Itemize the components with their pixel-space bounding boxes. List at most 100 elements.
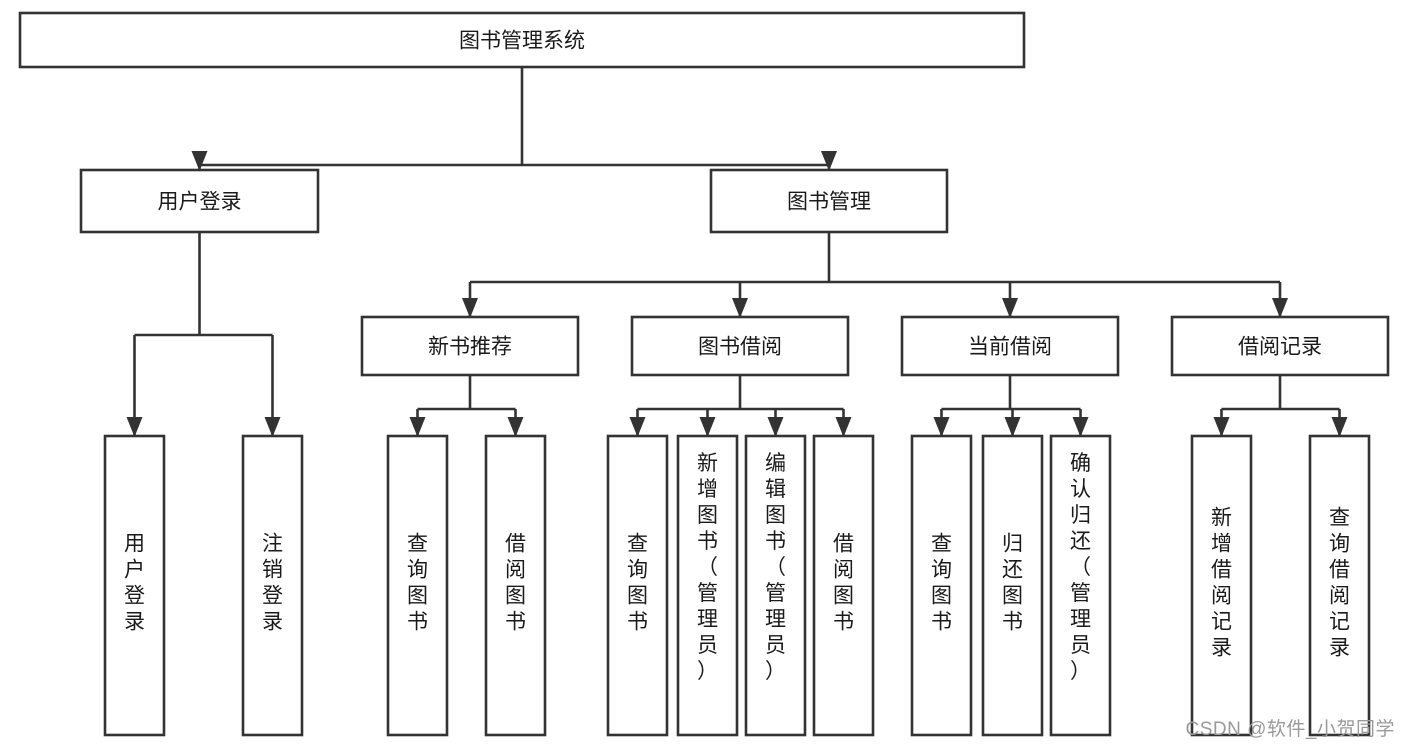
node-box-leaf-borrow-book-1	[484, 434, 547, 737]
node-label-root: 图书管理系统	[459, 30, 585, 53]
node-label-char: 询	[931, 559, 952, 582]
node-label-book-manage: 图书管理	[787, 191, 871, 214]
node-label-char: 查	[627, 533, 648, 556]
node-label-char: 图	[697, 504, 718, 527]
arrow-head-icon	[126, 417, 143, 437]
connector-group-current-borrow	[933, 375, 1089, 437]
node-label-char: 归	[1002, 533, 1023, 556]
arrow-head-icon	[1072, 417, 1089, 437]
node-current-borrow[interactable]: 当前借阅	[900, 315, 1120, 377]
node-label-char: 阅	[1211, 585, 1232, 608]
node-label-char: 录	[262, 611, 283, 634]
node-label-char: 借	[1211, 559, 1232, 582]
node-label-char: 登	[262, 585, 283, 608]
node-label-book-borrow: 图书借阅	[698, 336, 782, 359]
node-label-current-borrow: 当前借阅	[968, 336, 1052, 359]
node-label-borrow-record: 借阅记录	[1238, 336, 1322, 359]
node-label-char: 辑	[765, 478, 786, 501]
node-box-leaf-add-book	[676, 434, 739, 737]
node-label-char: ）	[697, 660, 718, 683]
node-label-char: 新	[697, 452, 718, 475]
arrow-head-icon	[1213, 417, 1230, 437]
node-label-char: 借	[505, 533, 526, 556]
node-box-user-login	[79, 168, 320, 234]
node-label-char: 询	[627, 559, 648, 582]
arrow-head-icon	[821, 151, 837, 171]
node-label-char: ）	[765, 660, 786, 683]
node-label-char: 理	[697, 608, 718, 631]
node-label-char: 书	[833, 611, 854, 634]
node-book-manage[interactable]: 图书管理	[709, 168, 949, 234]
node-label-char: 录	[1211, 637, 1232, 660]
node-label-char: 认	[1070, 478, 1091, 501]
node-label-char: （	[765, 556, 786, 579]
node-label-char: 还	[1002, 559, 1023, 582]
node-label-char: 图	[765, 504, 786, 527]
node-label-char: 书	[407, 611, 428, 634]
node-label-char: 书	[505, 611, 526, 634]
connector-group-new-book-rec	[409, 375, 524, 437]
node-label-char: 录	[124, 611, 145, 634]
node-box-leaf-confirm-return	[1049, 434, 1112, 737]
node-box-borrow-record	[1170, 315, 1390, 377]
connector-group-user-login	[126, 232, 281, 437]
node-user-login[interactable]: 用户登录	[79, 168, 320, 234]
node-layer: 图书管理系统用户登录图书管理新书推荐图书借阅当前借阅借阅记录用户登录注销登录查询…	[18, 11, 1390, 737]
arrow-head-icon	[507, 417, 524, 437]
node-label-char: 新	[1211, 507, 1232, 530]
node-borrow-record[interactable]: 借阅记录	[1170, 315, 1390, 377]
node-box-current-borrow	[900, 315, 1120, 377]
arrow-head-icon	[1272, 298, 1288, 318]
node-label-char: 书	[627, 611, 648, 634]
node-label-char: 增	[697, 478, 718, 501]
node-label-char: （	[697, 556, 718, 579]
connector-group-borrow-record	[1213, 375, 1348, 437]
node-label-char: 图	[1002, 585, 1023, 608]
node-label-char: 录	[1329, 637, 1350, 660]
arrow-head-icon	[191, 151, 208, 171]
node-new-book-rec[interactable]: 新书推荐	[360, 315, 580, 377]
node-label-char: 管	[765, 582, 786, 605]
node-box-leaf-query-record	[1308, 434, 1371, 737]
node-label-char: 员	[697, 634, 718, 657]
node-label-user-login: 用户登录	[158, 191, 242, 214]
node-label-char: 员	[1070, 634, 1091, 657]
node-box-leaf-return-book	[981, 434, 1044, 737]
connector-group-book-borrow	[629, 375, 852, 437]
node-box-book-borrow	[630, 315, 850, 377]
node-label-char: 图	[505, 585, 526, 608]
node-box-book-manage	[709, 168, 949, 234]
node-label-char: 书	[1002, 611, 1023, 634]
node-label-char: 借	[1329, 559, 1350, 582]
node-root[interactable]: 图书管理系统	[18, 11, 1026, 69]
node-label-char: 书	[765, 530, 786, 553]
node-leaf-user-login[interactable]: 用户登录	[103, 434, 166, 737]
node-label-char: 理	[765, 608, 786, 631]
node-book-borrow[interactable]: 图书借阅	[630, 315, 850, 377]
node-label-char: ）	[1070, 660, 1091, 683]
arrow-head-icon	[264, 417, 281, 437]
arrow-head-icon	[732, 298, 748, 318]
arrow-head-icon	[933, 417, 950, 437]
node-label-char: 阅	[1329, 585, 1350, 608]
node-label-char: 图	[833, 585, 854, 608]
node-box-new-book-rec	[360, 315, 580, 377]
arrow-head-icon	[409, 417, 426, 437]
node-box-leaf-user-login	[103, 434, 166, 737]
node-label-char: 销	[262, 559, 283, 582]
node-label-new-book-rec: 新书推荐	[428, 336, 512, 359]
node-label-char: 管	[1070, 582, 1091, 605]
